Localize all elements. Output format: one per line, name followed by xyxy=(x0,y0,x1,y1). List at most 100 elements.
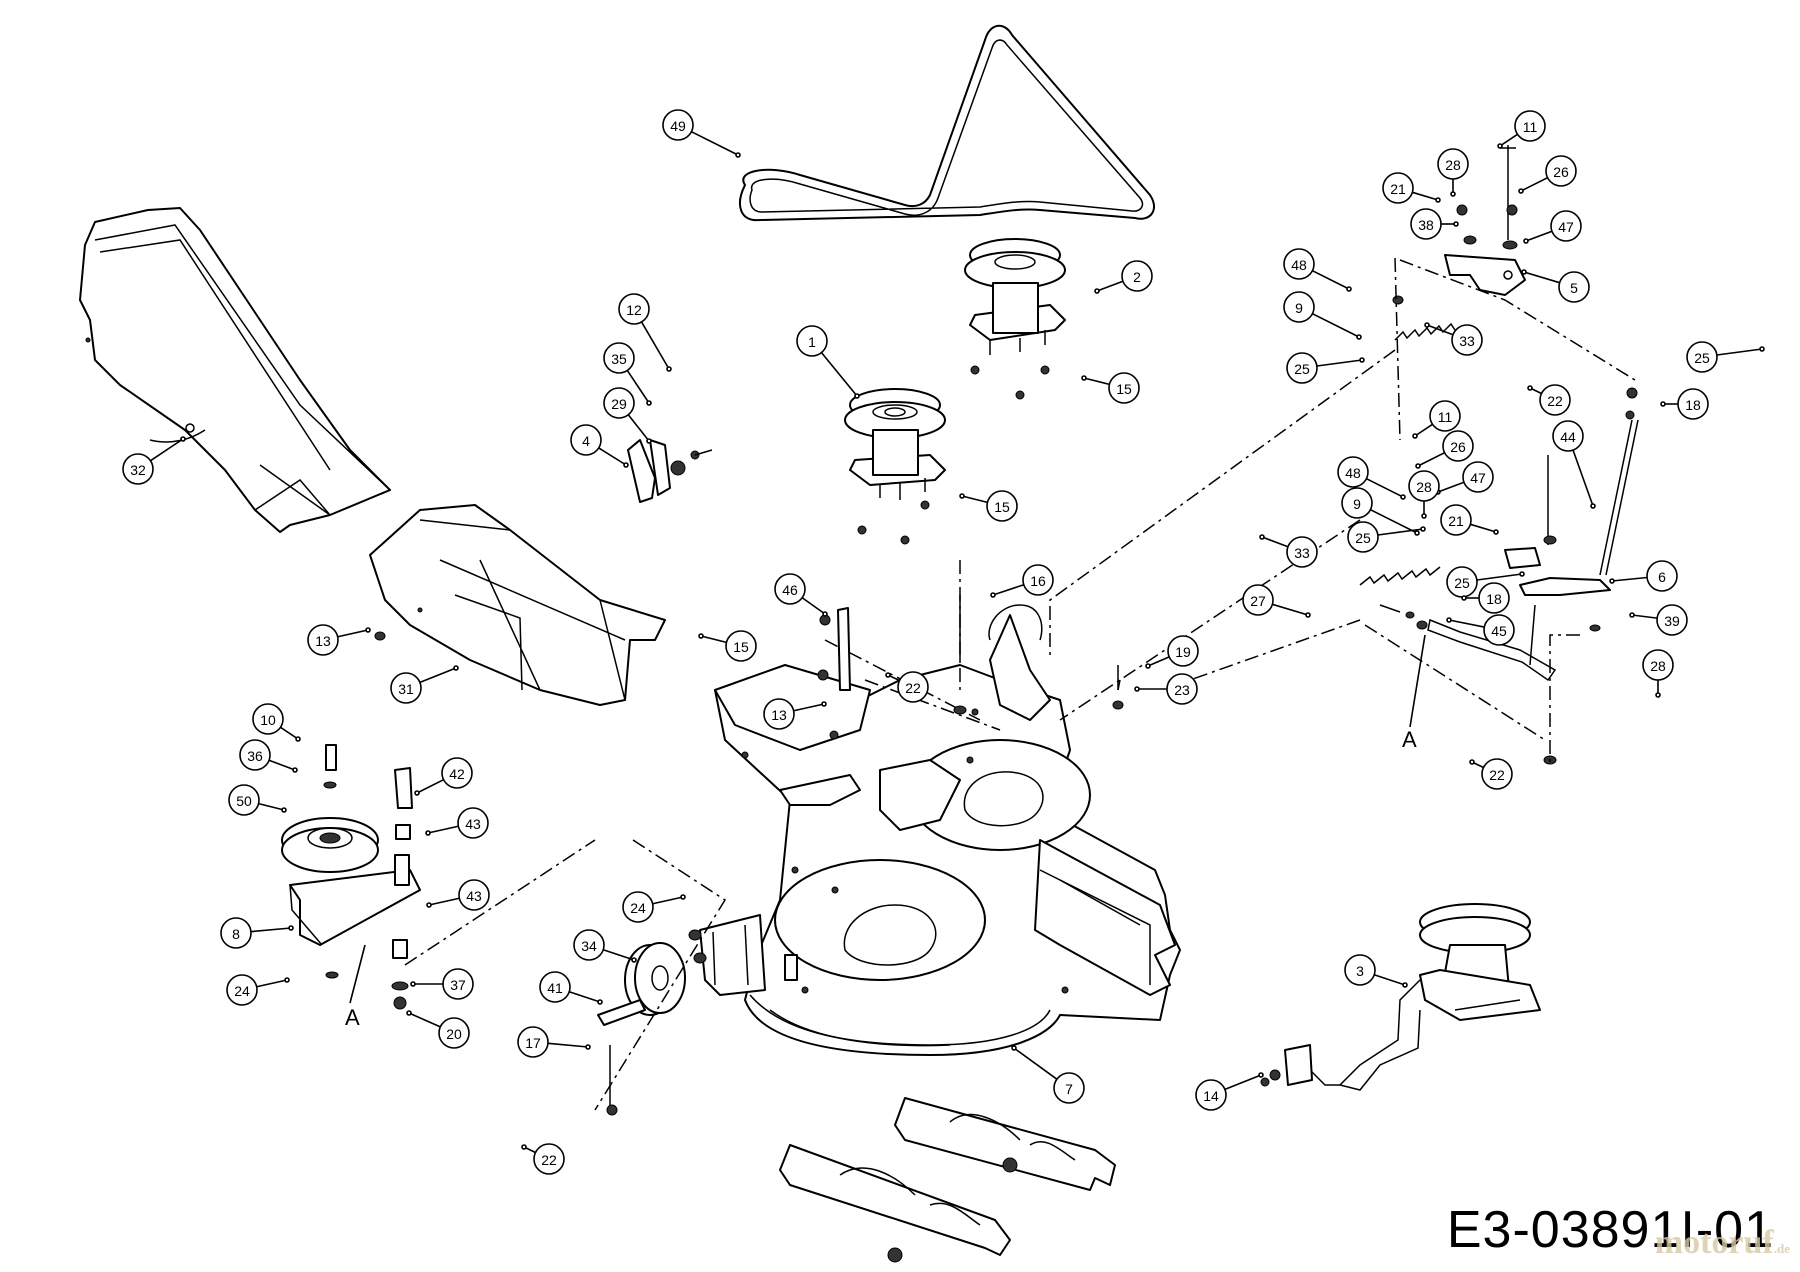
callout-number: 45 xyxy=(1491,623,1507,639)
callout-47: 47 xyxy=(1435,461,1494,495)
leader-tip xyxy=(406,1010,412,1016)
callout-number: 6 xyxy=(1658,569,1666,585)
leader-line xyxy=(408,1012,441,1028)
callout-circle xyxy=(1121,260,1153,292)
callout-22: 22 xyxy=(1527,384,1571,416)
callout-circle xyxy=(618,293,650,325)
callout-47: 47 xyxy=(1523,210,1582,244)
callout-circle xyxy=(986,490,1018,522)
callout-circle xyxy=(1642,649,1674,681)
callout-21: 21 xyxy=(1382,172,1441,204)
callout-number: 24 xyxy=(234,983,250,999)
callout-29: 29 xyxy=(603,387,652,444)
callout-circle xyxy=(1451,324,1483,356)
leader-tip xyxy=(1518,188,1524,194)
idler-assembly-left xyxy=(281,744,421,1010)
callout-number: 12 xyxy=(626,302,642,318)
leader-line xyxy=(700,635,727,644)
callout-45: 45 xyxy=(1446,614,1515,646)
leader-line xyxy=(1611,576,1648,582)
leader-tip xyxy=(1469,759,1475,765)
callout-circle xyxy=(220,917,252,949)
leader-tip xyxy=(410,981,416,987)
callout-number: 10 xyxy=(260,712,276,728)
leader-tip xyxy=(597,999,603,1005)
callout-circle xyxy=(1429,400,1461,432)
leader-tip xyxy=(646,400,652,406)
callout-33: 33 xyxy=(1259,534,1318,568)
callout-35: 35 xyxy=(603,342,652,406)
leader-tip xyxy=(1414,530,1420,536)
leader-line xyxy=(258,802,285,811)
callout-number: 25 xyxy=(1454,575,1470,591)
leader-line xyxy=(1437,481,1465,493)
callout-number: 42 xyxy=(449,766,465,782)
leader-tip xyxy=(292,767,298,773)
callout-number: 17 xyxy=(525,1035,541,1051)
leader-tip xyxy=(284,977,290,983)
leader-line xyxy=(568,990,601,1003)
leader-line xyxy=(427,825,459,834)
leader-line xyxy=(992,583,1025,596)
leader-tip xyxy=(959,493,965,499)
callout-circle xyxy=(796,325,828,357)
watermark-logo: motoruf.de xyxy=(1655,1224,1790,1262)
callout-circle xyxy=(1481,758,1513,790)
callout-20: 20 xyxy=(406,1010,470,1049)
callout-11: 11 xyxy=(1497,110,1546,149)
callout-34: 34 xyxy=(573,929,637,963)
callout-18: 18 xyxy=(1660,388,1709,420)
leader-tip xyxy=(1453,221,1459,227)
leader-line xyxy=(1412,191,1439,201)
callout-circle xyxy=(1656,604,1688,636)
callout-circle xyxy=(458,879,490,911)
leader-line xyxy=(1013,1047,1058,1080)
leader-line xyxy=(1316,359,1363,367)
callout-number: 9 xyxy=(1353,496,1361,512)
callout-number: 31 xyxy=(398,681,414,697)
leader-tip xyxy=(1521,269,1527,275)
callout-circle xyxy=(533,1143,565,1175)
callout-circle xyxy=(1283,248,1315,280)
leader-tip xyxy=(1424,322,1430,328)
callout-number: 18 xyxy=(1685,397,1701,413)
callout-circle xyxy=(573,929,605,961)
leader-tip xyxy=(680,894,686,900)
callout-46: 46 xyxy=(774,573,828,617)
leader-tip xyxy=(288,925,294,931)
callout-number: 49 xyxy=(670,118,686,134)
callout-number: 26 xyxy=(1450,439,1466,455)
leader-tip xyxy=(1412,433,1418,439)
callout-24: 24 xyxy=(622,891,686,923)
callout-number: 43 xyxy=(465,816,481,832)
callout-3: 3 xyxy=(1344,954,1408,988)
callout-22: 22 xyxy=(885,671,929,703)
leader-line xyxy=(256,979,288,988)
leader-tip xyxy=(1356,334,1362,340)
callout-43: 43 xyxy=(425,807,489,839)
callout-circle xyxy=(603,342,635,374)
callout-22: 22 xyxy=(521,1143,565,1175)
leader-tip xyxy=(585,1044,591,1050)
leader-line xyxy=(1470,523,1497,533)
section-marker-a: A xyxy=(345,1005,360,1030)
callout-25: 25 xyxy=(1686,341,1765,373)
callout-25: 25 xyxy=(1286,352,1365,384)
leader-line xyxy=(652,896,684,905)
callout-number: 26 xyxy=(1553,164,1569,180)
callout-circle xyxy=(252,703,284,735)
callout-49: 49 xyxy=(662,109,741,158)
callout-circle xyxy=(1341,487,1373,519)
discharge-chute-lower xyxy=(369,504,666,706)
callout-number: 39 xyxy=(1664,613,1680,629)
leader-tip xyxy=(414,790,420,796)
callout-number: 22 xyxy=(1547,393,1563,409)
callout-number: 15 xyxy=(994,499,1010,515)
leader-tip xyxy=(453,665,459,671)
leader-line xyxy=(268,759,296,771)
leader-tip xyxy=(1519,571,1525,577)
callout-number: 38 xyxy=(1418,217,1434,233)
callout-circle xyxy=(1286,536,1318,568)
leader-line xyxy=(1261,536,1289,548)
callout-number: 43 xyxy=(466,888,482,904)
